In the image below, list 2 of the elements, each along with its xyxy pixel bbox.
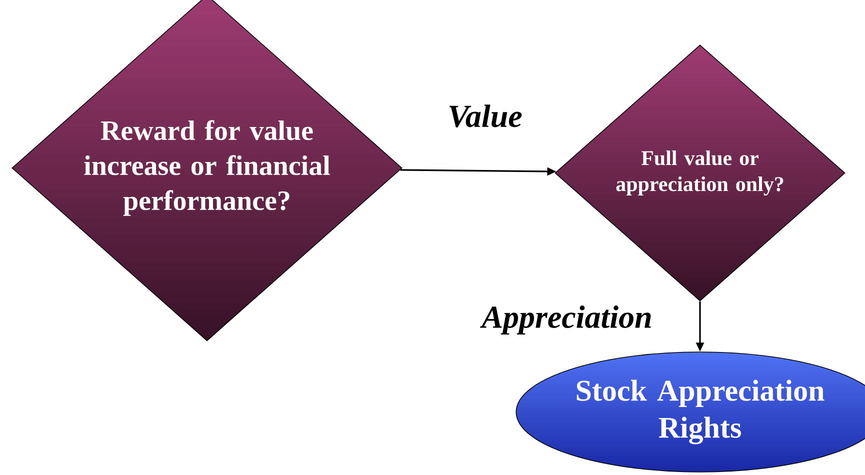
- edge-label: Value: [446, 104, 524, 128]
- edge-label: Appreciation: [480, 304, 654, 336]
